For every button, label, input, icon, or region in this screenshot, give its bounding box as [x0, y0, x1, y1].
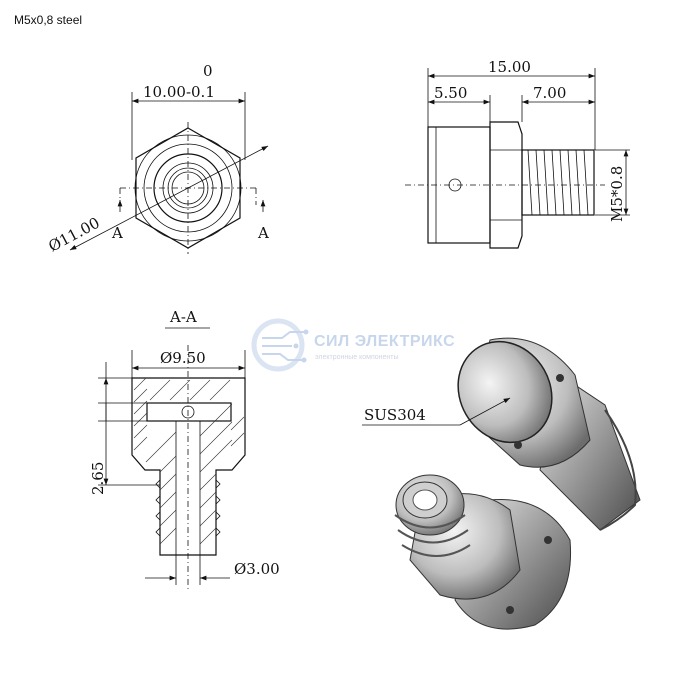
- thread-length-dimension: 7.00: [533, 84, 566, 102]
- section-mark-right: A: [257, 224, 269, 242]
- section-label: A-A: [169, 308, 197, 326]
- material-label: SUS304: [364, 406, 426, 424]
- depth-dimension: 2.65: [89, 462, 107, 495]
- tolerance-upper: 0: [203, 62, 213, 80]
- width-dimension: 10.00-0.1: [143, 83, 215, 101]
- side-view: 15.00 5.50 7.00 M5*0.8: [405, 58, 630, 249]
- front-view: 0 10.00-0.1 Ø11.00 A A: [45, 62, 269, 256]
- total-length-dimension: 15.00: [488, 58, 531, 76]
- watermark-brand: СИЛ ЭЛЕКТРИКС: [314, 333, 456, 350]
- render-top: [457, 337, 641, 531]
- thread-spec: M5*0.8: [608, 166, 626, 222]
- outer-diameter-dimension: Ø9.50: [160, 349, 206, 367]
- watermark-tagline: электронные компоненты: [315, 354, 399, 361]
- diameter-dimension: Ø11.00: [45, 214, 102, 256]
- render-bottom: [394, 474, 572, 630]
- section-view: A-A Ø9.50 2.65 Ø3.00: [89, 308, 280, 590]
- drawing-title: M5x0,8 steel: [14, 13, 83, 27]
- bore-diameter-dimension: Ø3.00: [234, 560, 280, 578]
- section-mark-left: A: [111, 224, 123, 242]
- body-length-dimension: 5.50: [434, 84, 467, 102]
